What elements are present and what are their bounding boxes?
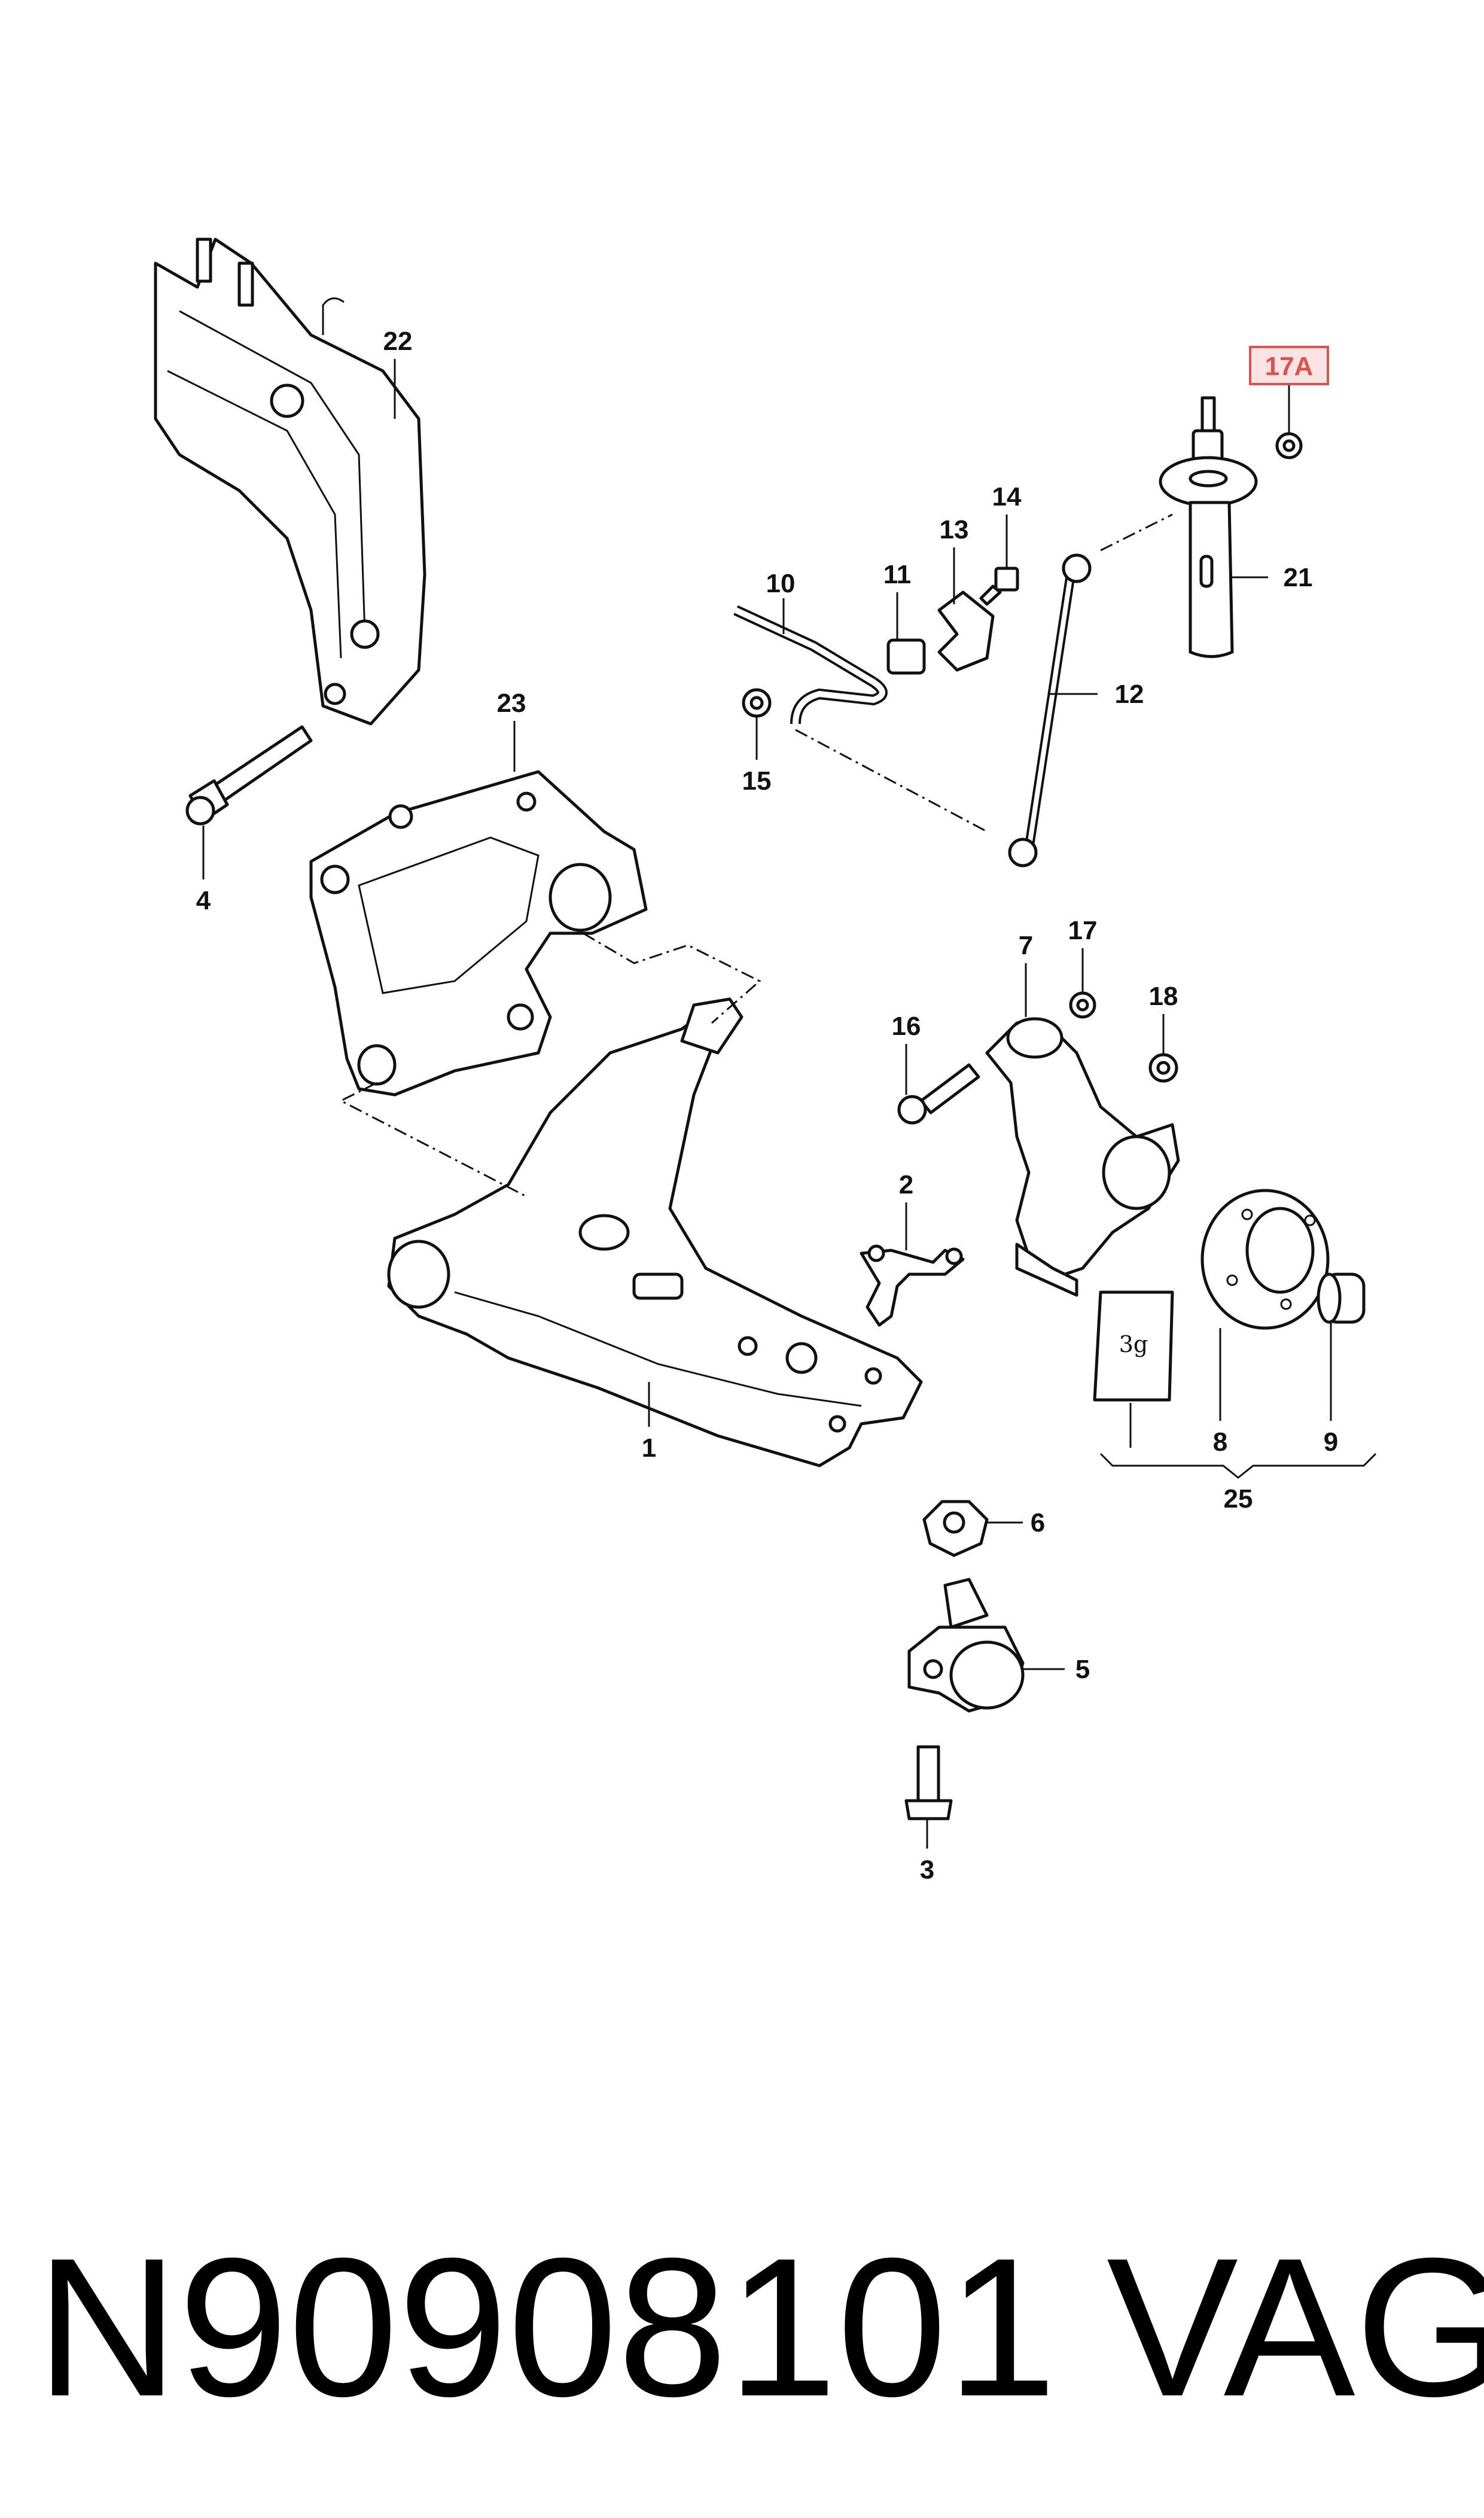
nut-part-6 xyxy=(922,1500,989,1557)
shield-part-2 xyxy=(860,1244,965,1327)
group-bracket-25 xyxy=(1099,1453,1377,1479)
callout-13: 13 xyxy=(940,515,969,544)
stabilizer-bar-part-10 xyxy=(733,605,888,724)
bushing-part-11 xyxy=(886,638,926,675)
callout-16: 16 xyxy=(892,1012,921,1041)
callout-25: 25 xyxy=(1224,1484,1253,1514)
bracket-part-23 xyxy=(309,770,648,1097)
nut-part-18 xyxy=(1148,1053,1178,1083)
leader-lines xyxy=(202,359,1377,1849)
bolt-part-3 xyxy=(904,1745,953,1820)
callout-7: 7 xyxy=(1019,931,1033,960)
subframe-part-22 xyxy=(154,238,426,726)
bolt-part-4 xyxy=(185,725,313,826)
bolt-part-16 xyxy=(897,1063,980,1125)
callout-6: 6 xyxy=(1031,1508,1045,1537)
callout-8: 8 xyxy=(1213,1427,1227,1457)
assembly-line-link xyxy=(795,729,988,833)
callout-12: 12 xyxy=(1115,680,1144,709)
assembly-line-bushing-arm xyxy=(339,1082,527,1198)
assembly-line-strut xyxy=(1100,513,1173,552)
grease-packet-label: 3g xyxy=(1119,1331,1148,1357)
bearing-part-9 xyxy=(1317,1272,1366,1324)
callout-2: 2 xyxy=(899,1170,913,1199)
callout-17a-highlight xyxy=(1249,346,1329,385)
callout-17: 17 xyxy=(1068,916,1098,945)
brand-name: VAG xyxy=(1107,2216,1484,2437)
steering-knuckle-part-7 xyxy=(985,1017,1180,1297)
callout-22: 22 xyxy=(383,327,413,356)
wheel-hub-part-8 xyxy=(1200,1189,1330,1330)
callout-3: 3 xyxy=(920,1855,934,1884)
callout-14: 14 xyxy=(992,482,1022,511)
nut-part-15 xyxy=(742,688,772,718)
control-arm-part-1 xyxy=(387,997,923,1467)
grease-packet: 3g xyxy=(1093,1290,1174,1402)
clamp-part-13 xyxy=(937,590,995,672)
callout-1: 1 xyxy=(642,1433,656,1463)
callout-5: 5 xyxy=(1075,1655,1090,1684)
callout-labels: 22 4 23 1 10 11 13 14 15 12 21 17A 7 16 … xyxy=(196,327,1338,1884)
part-number: N90908101 xyxy=(36,2216,1057,2437)
callout-15: 15 xyxy=(742,766,772,796)
callout-9: 9 xyxy=(1324,1427,1338,1457)
callout-17a: 17A xyxy=(1265,352,1314,381)
callout-11: 11 xyxy=(883,560,912,589)
ball-joint-part-5 xyxy=(907,1578,1025,1713)
callout-18: 18 xyxy=(1149,982,1178,1011)
stabilizer-link-part-12 xyxy=(1008,553,1092,867)
nut-part-17 xyxy=(1069,991,1096,1019)
callout-23: 23 xyxy=(497,689,526,718)
callout-4: 4 xyxy=(196,886,211,915)
nut-part-17a xyxy=(1275,432,1303,459)
bolt-part-14 xyxy=(979,567,1019,606)
callout-10: 10 xyxy=(766,569,796,598)
strut-part-21 xyxy=(1159,396,1258,658)
callout-21: 21 xyxy=(1284,563,1313,592)
